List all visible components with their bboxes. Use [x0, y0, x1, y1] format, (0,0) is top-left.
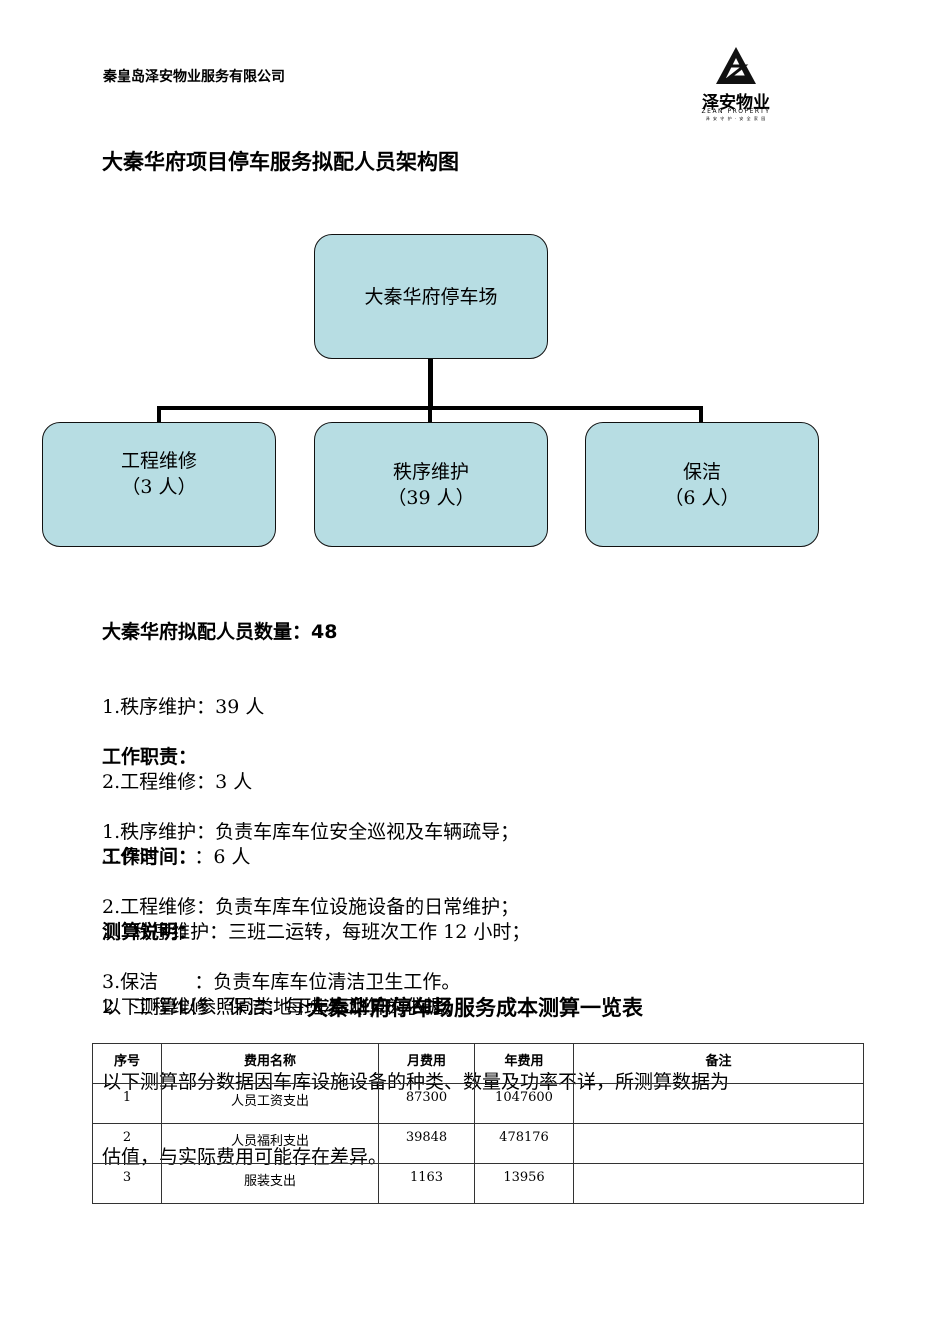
table-row: 3 服装支出 1163 13956 — [92, 1163, 864, 1204]
cell-notes — [573, 1163, 864, 1204]
connector-right — [699, 406, 703, 422]
duties-section: 工作职责： 1.秩序维护：负责车库车位安全巡视及车辆疏导； 2.工程维修：负责车… — [102, 695, 519, 1020]
table-row: 1 人员工资支出 87300 1047600 — [92, 1083, 864, 1124]
logo-slogan: 泽 安 守 护 · 安 全 家 园 — [705, 116, 767, 121]
col-header-name: 费用名称 — [161, 1043, 379, 1084]
cell-notes — [573, 1083, 864, 1124]
duty-line: 2.工程维修：负责车库车位设施设备的日常维护； — [102, 896, 520, 918]
node-count: （39 人） — [387, 486, 475, 509]
cell-monthly: 39848 — [378, 1123, 475, 1164]
cell-monthly: 1163 — [378, 1163, 475, 1204]
org-node-engineering: 工程维修 （3 人） — [42, 422, 276, 547]
col-header-monthly: 月费用 — [378, 1043, 475, 1084]
org-node-cleaning: 保洁 （6 人） — [585, 422, 819, 547]
cost-table: 序号 费用名称 月费用 年费用 备注 1 人员工资支出 87300 104760… — [92, 1043, 864, 1204]
cell-yearly: 478176 — [474, 1123, 574, 1164]
connector-middle — [428, 406, 432, 422]
connector-left — [157, 406, 161, 422]
cell-name: 人员工资支出 — [161, 1083, 379, 1124]
cell-index: 3 — [92, 1163, 162, 1204]
hours-line: 1、秩序维护：三班二运转，每班次工作 12 小时； — [102, 921, 531, 943]
cost-table-title: 大秦华府停车场服务成本测算一览表 — [307, 996, 643, 1020]
org-root-node: 大秦华府停车场 — [314, 234, 548, 359]
table-row: 2 人员福利支出 39848 478176 — [92, 1123, 864, 1164]
cell-index: 2 — [92, 1123, 162, 1164]
cell-name: 服装支出 — [161, 1163, 379, 1204]
staff-heading: 大秦华府拟配人员数量：48 — [102, 621, 338, 643]
node-count: （3 人） — [121, 475, 197, 498]
logo-text: 泽安物业 — [702, 93, 770, 113]
cell-monthly: 87300 — [378, 1083, 475, 1124]
org-node-security: 秩序维护 （39 人） — [314, 422, 548, 547]
notes-heading: 测算说明： — [102, 921, 198, 943]
document-title: 大秦华府项目停车服务拟配人员架构图 — [102, 150, 459, 174]
hours-heading: 工作时间： — [102, 846, 198, 868]
col-header-yearly: 年费用 — [474, 1043, 574, 1084]
staff-line: 1.秩序维护：39 人 — [102, 696, 265, 718]
cell-index: 1 — [92, 1083, 162, 1124]
connector-vertical-root — [428, 359, 433, 409]
notes-line: 以下测算以参照同类地下车库测算为依据； — [102, 996, 464, 1018]
company-name: 秦皇岛泽安物业服务有限公司 — [103, 69, 285, 85]
cell-yearly: 13956 — [474, 1163, 574, 1204]
company-logo: 泽安物业 ZEAN PROPERTY 泽 安 守 护 · 安 全 家 园 — [686, 44, 786, 124]
duty-line: 1.秩序维护：负责车库车位安全巡视及车辆疏导； — [102, 821, 520, 843]
node-name: 秩序维护 — [392, 460, 469, 483]
hours-section: 工作时间： 1、秩序维护：三班二运转，每班次工作 12 小时； 2、工程维修、保… — [102, 795, 530, 1045]
logo-mark-icon — [716, 47, 756, 84]
cell-yearly: 1047600 — [474, 1083, 574, 1124]
duty-line: 3.保洁 ：负责车库车位清洁卫生工作。 — [102, 971, 461, 993]
staff-line: 2.工程维修：3 人 — [102, 771, 253, 793]
col-header-notes: 备注 — [573, 1043, 864, 1084]
col-header-index: 序号 — [92, 1043, 162, 1084]
staff-line: 3.保洁 ：6 人 — [102, 846, 251, 868]
cell-notes — [573, 1123, 864, 1164]
node-name: 工程维修 — [120, 449, 197, 472]
staff-section: 大秦华府拟配人员数量：48 1.秩序维护：39 人 2.工程维修：3 人 3.保… — [102, 570, 337, 895]
cell-name: 人员福利支出 — [161, 1123, 379, 1164]
duties-heading: 工作职责： — [102, 746, 198, 768]
node-name: 保洁 — [682, 460, 721, 483]
table-header-row: 序号 费用名称 月费用 年费用 备注 — [92, 1043, 864, 1084]
logo-subtitle: ZEAN PROPERTY — [701, 108, 771, 115]
node-count: （6 人） — [664, 486, 740, 509]
hours-line: 2、工程维修、保洁：每班次工作 8 小时。 — [102, 996, 462, 1018]
org-root-label: 大秦华府停车场 — [364, 285, 498, 308]
